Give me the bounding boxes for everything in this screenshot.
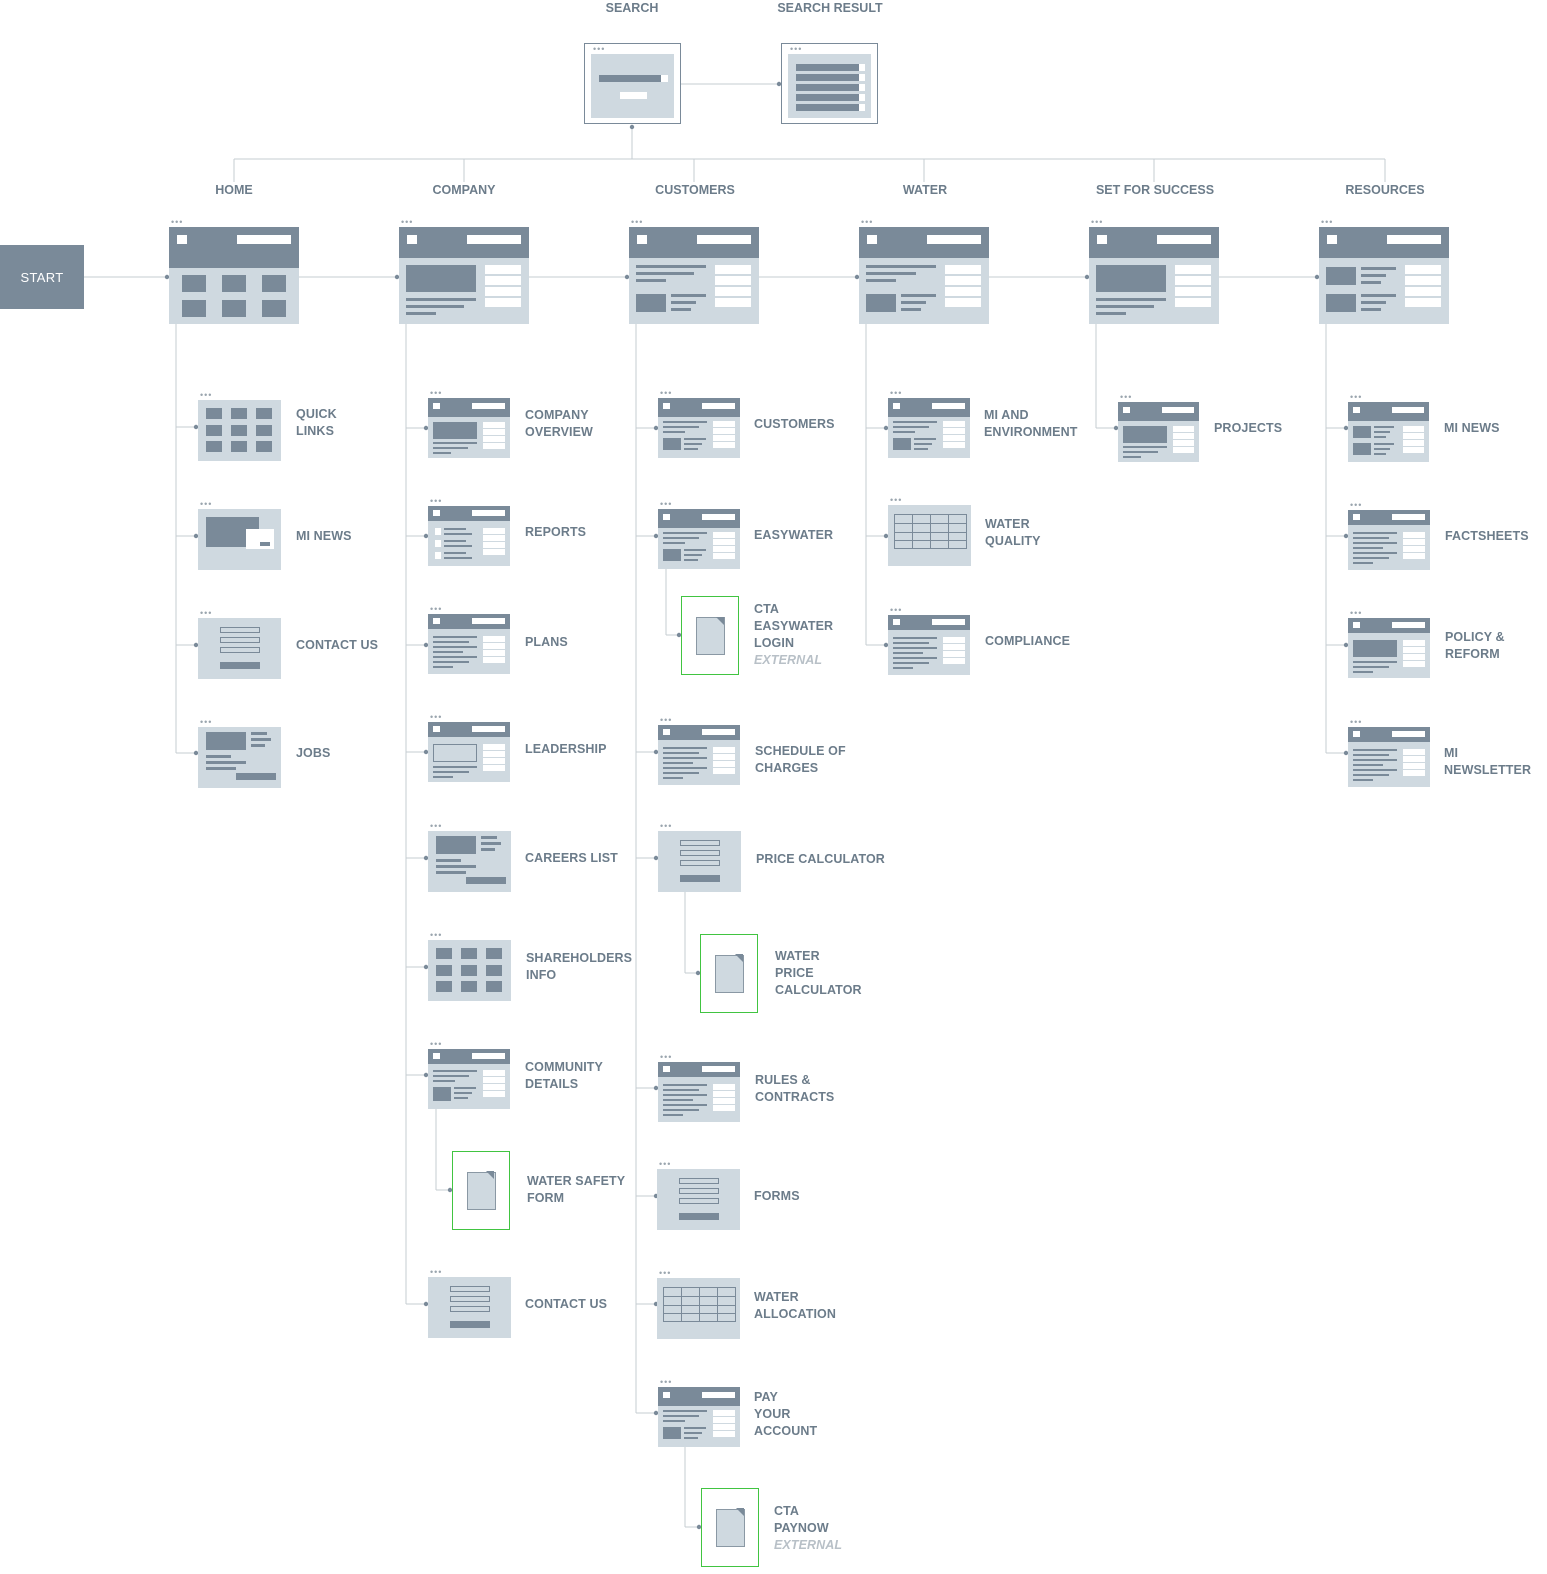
resources-mi-newsletter-page[interactable]: ••• [1348, 718, 1430, 787]
company-leadership-page[interactable]: ••• [428, 713, 510, 782]
company-leadership-label: LEADERSHIP [525, 742, 607, 756]
home-contact-us-label: CONTACT US [296, 638, 379, 652]
company-shareholders-info-page[interactable]: ••• [428, 931, 511, 1001]
water-page[interactable]: ••• [859, 218, 989, 324]
customers-rules-contracts-label: RULES &CONTRACTS [755, 1073, 835, 1104]
search-page-thumb: ••• [591, 45, 674, 118]
section-resources: RESOURCES [1345, 183, 1425, 197]
customers-schedule-of-charges-page[interactable]: ••• [658, 716, 740, 785]
customers-forms-page[interactable]: ••• [657, 1160, 740, 1230]
customers-price-calculator-page[interactable]: ••• [658, 822, 741, 892]
customers-page[interactable]: ••• [629, 218, 759, 324]
company-careers-list-page[interactable]: ••• [428, 822, 511, 892]
resources-policy-reform-label: POLICY &REFORM [1445, 630, 1505, 661]
search-result-page[interactable]: ••• [781, 43, 878, 124]
company-community-details-page[interactable]: ••• [428, 1040, 510, 1109]
company-water-safety-form-page[interactable] [452, 1151, 510, 1230]
company-reports-label: REPORTS [525, 525, 587, 539]
start-node[interactable]: START [0, 245, 84, 309]
customers-customers-page[interactable]: ••• [658, 389, 740, 458]
customers-customers-label: CUSTOMERS [754, 417, 835, 431]
water-quality-page[interactable]: ••• [888, 496, 971, 566]
resources-mi-news-label: MI NEWS [1444, 421, 1500, 435]
set-for-success-page[interactable]: ••• [1089, 218, 1219, 324]
section-company: COMPANY [432, 183, 496, 197]
company-plans-page[interactable]: ••• [428, 605, 510, 674]
customers-forms-label: FORMS [754, 1189, 800, 1203]
home-mi-news-page[interactable]: ••• [198, 500, 281, 570]
resources-page[interactable]: ••• [1319, 218, 1449, 324]
company-reports-page[interactable]: ••• [428, 497, 510, 566]
search-result-header: SEARCH RESULT [777, 1, 883, 15]
company-page[interactable]: ••• [399, 218, 529, 324]
customers-water-price-calculator-page[interactable] [700, 934, 758, 1013]
resources-factsheets-page[interactable]: ••• [1348, 501, 1430, 570]
customers-water-allocation-page[interactable]: ••• [657, 1269, 740, 1339]
section-set-for-success: SET FOR SUCCESS [1095, 183, 1215, 197]
customers-price-calculator-label: PRICE CALCULATOR [756, 852, 885, 866]
home-contact-us-page[interactable]: ••• [198, 609, 281, 679]
search-header: SEARCH [605, 1, 659, 15]
company-contact-us-label: CONTACT US [525, 1297, 608, 1311]
home-page[interactable]: ••• [169, 218, 299, 324]
external-tag: EXTERNAL [754, 653, 823, 667]
company-careers-list-label: CAREERS LIST [525, 851, 618, 865]
document-icon [467, 1172, 496, 1210]
water-mi-and-environment-page[interactable]: ••• [888, 389, 970, 458]
water-compliance-label: COMPLIANCE [985, 634, 1071, 648]
search-page[interactable]: ••• [584, 43, 681, 124]
company-contact-us-page[interactable]: ••• [428, 1268, 511, 1338]
customers-easywater-label: EASYWATER [754, 528, 834, 542]
company-overview-page[interactable]: ••• [428, 389, 510, 458]
customers-rules-contracts-page[interactable]: ••• [658, 1053, 740, 1122]
document-icon [716, 1509, 745, 1547]
home-jobs-page[interactable]: ••• [198, 718, 281, 788]
external-tag: EXTERNAL [774, 1538, 843, 1552]
company-plans-label: PLANS [525, 635, 568, 649]
document-icon [696, 617, 725, 655]
customers-easywater-page[interactable]: ••• [658, 500, 740, 569]
customers-pay-your-account-page[interactable]: ••• [658, 1378, 740, 1447]
section-customers: CUSTOMERS [655, 183, 735, 197]
water-compliance-page[interactable]: ••• [888, 606, 970, 675]
search-result-page-thumb: ••• [788, 45, 871, 118]
customers-cta-paynow-page[interactable] [701, 1488, 759, 1567]
customers-cta-easywater-login-page[interactable] [681, 596, 739, 675]
section-home: HOME [215, 183, 253, 197]
home-jobs-label: JOBS [296, 746, 331, 760]
section-water: WATER [902, 183, 948, 197]
set-for-success-projects-page[interactable]: ••• [1118, 393, 1199, 462]
home-mi-news-label: MI NEWS [296, 529, 352, 543]
set-for-success-projects-label: PROJECTS [1214, 421, 1283, 435]
resources-policy-reform-page[interactable]: ••• [1348, 609, 1430, 678]
resources-factsheets-label: FACTSHEETS [1445, 529, 1529, 543]
home-quick-links-page[interactable]: ••• [198, 391, 281, 461]
resources-mi-newsletter-label: MI NEWSLETTER [1444, 746, 1532, 777]
document-icon [715, 955, 744, 993]
resources-mi-news-page[interactable]: ••• [1348, 393, 1429, 462]
